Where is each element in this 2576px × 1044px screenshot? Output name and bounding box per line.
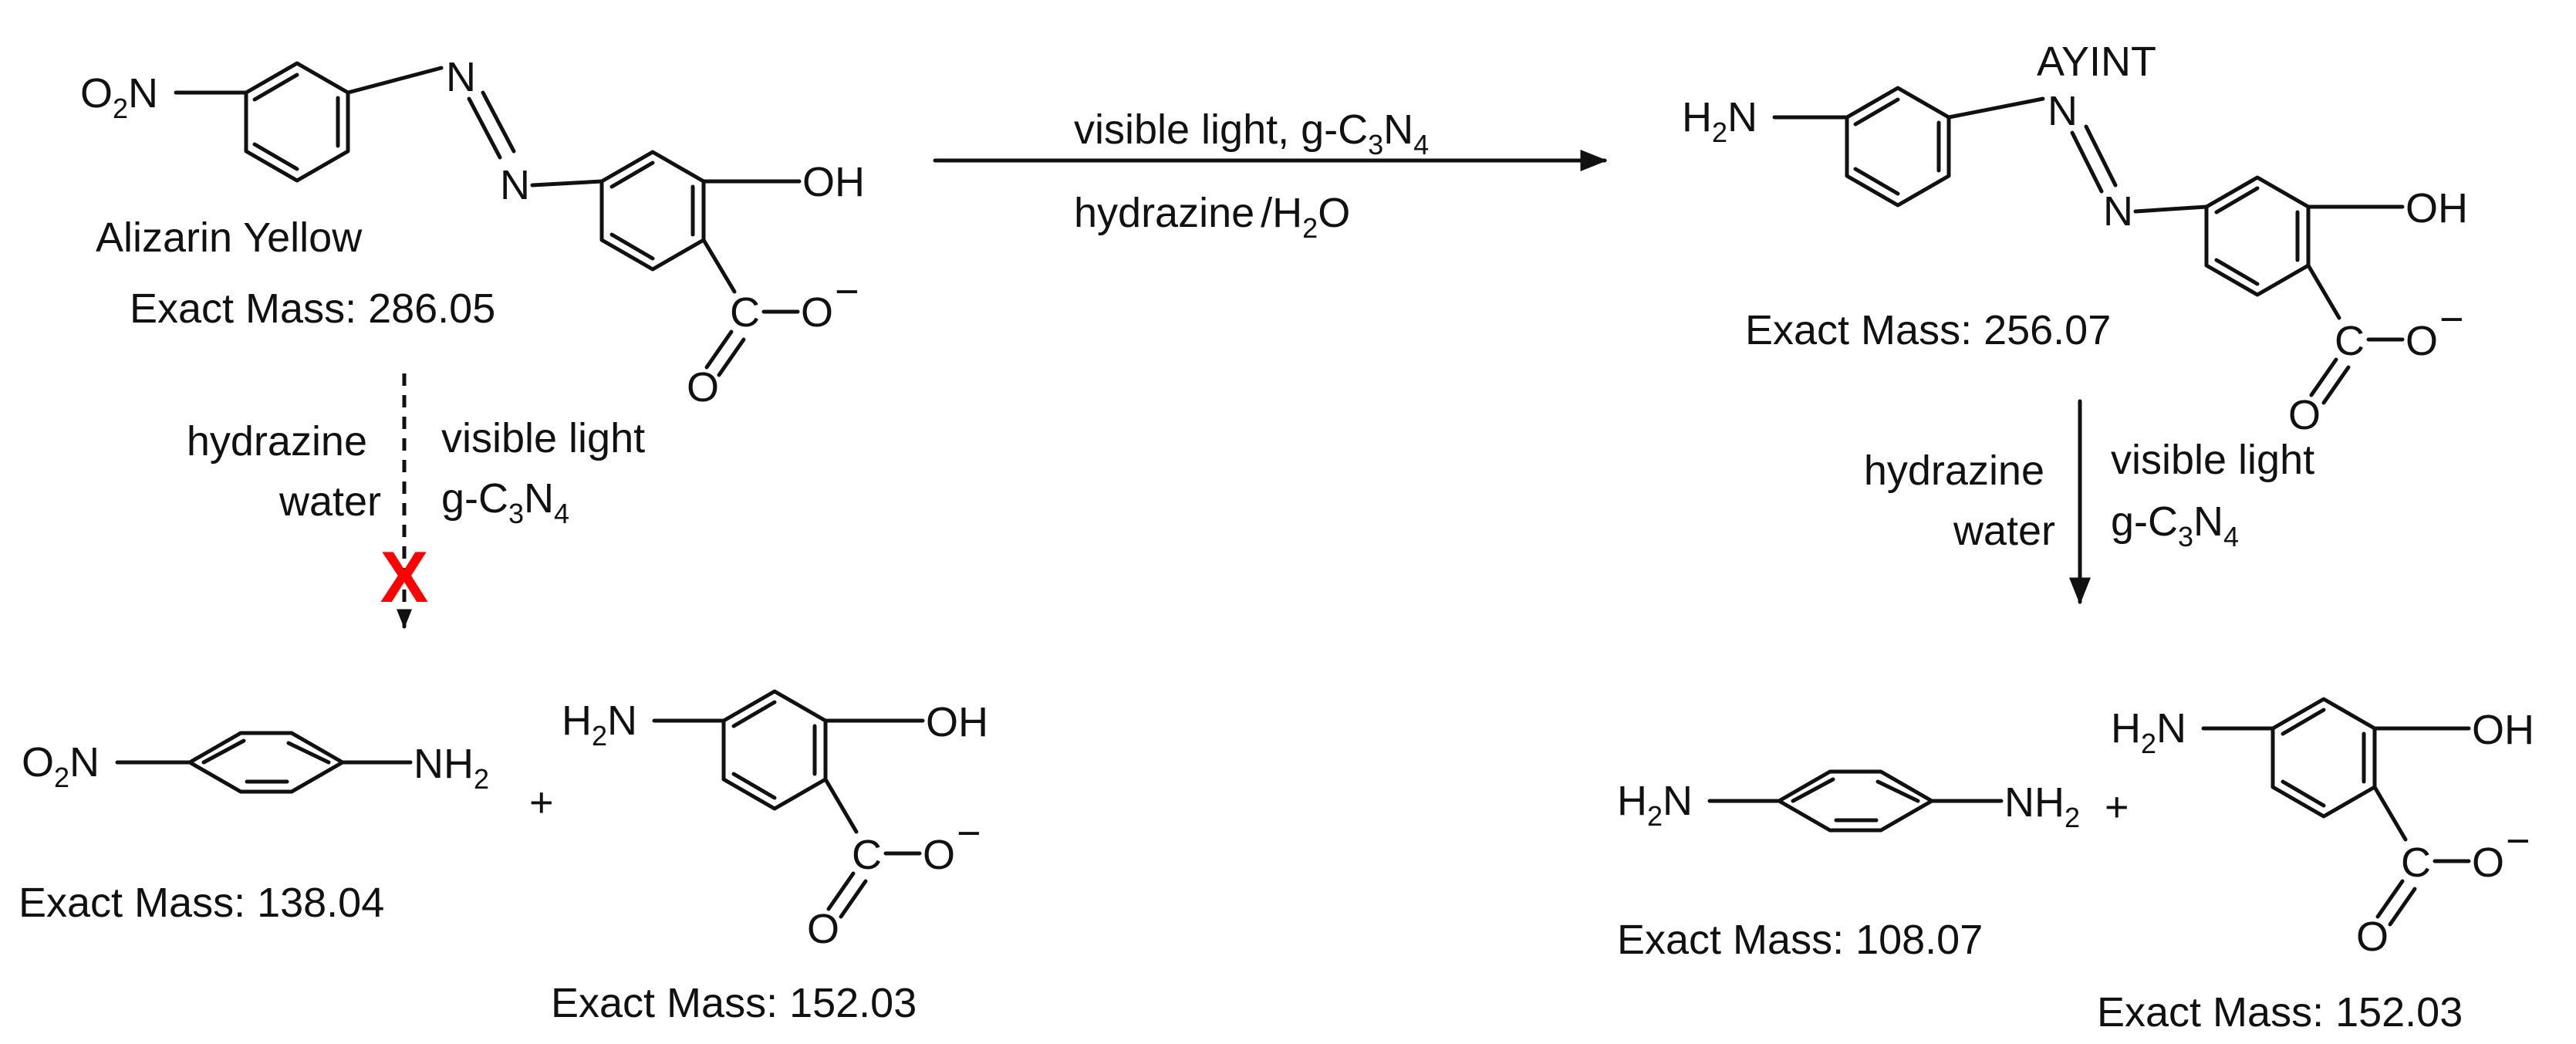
salicylate-ring <box>721 689 828 811</box>
hydroxyl: OH <box>2472 707 2534 753</box>
product-p-phenylenediamine: H2N NH2 Exact Mass: 108.07 <box>1617 769 2080 963</box>
nitro-sub: 2 <box>113 93 128 124</box>
blocked-cond-left2: water <box>279 478 381 525</box>
carboxyl-c: C <box>2401 840 2431 886</box>
blocked-cond-left1: hydrazine <box>187 418 367 465</box>
benzene-ring <box>1845 86 1951 208</box>
amine-nh: NH <box>2004 779 2065 826</box>
hydroxyl: OH <box>926 699 988 745</box>
azo-n1: N <box>446 54 476 100</box>
carboxylate-o: O <box>923 832 955 878</box>
plus-sign-left: + <box>529 779 554 826</box>
charge-minus: − <box>835 269 859 315</box>
product-aminosalicylate-left: H2N OH C O − O Exact Mass: 152.03 <box>551 689 988 1026</box>
salicylate-ring <box>599 150 706 272</box>
nitro-n: N <box>69 739 100 786</box>
second-cond-right1: visible light <box>2111 437 2314 483</box>
blocked-cond-right2: g-C3N4 <box>441 475 569 529</box>
nitro-o: O <box>22 739 54 786</box>
amino-h: H <box>562 698 592 744</box>
nitroaniline-mass: Exact Mass: 138.04 <box>19 880 384 926</box>
amino-n: N <box>1663 778 1693 824</box>
svg-text:NH2: NH2 <box>2004 779 2080 833</box>
intermediate-ayint: AYINT H2N N N OH C O − O Exact Mass: 256… <box>1682 39 2468 438</box>
hydroxyl: OH <box>2406 185 2468 231</box>
hydroxyl: OH <box>802 159 865 205</box>
aminosalicylate-mass-left: Exact Mass: 152.03 <box>551 980 917 1026</box>
main-reaction-arrow: visible light, g-C3N4 hydrazine/H2O <box>933 106 1608 244</box>
svg-text:H2N: H2N <box>562 698 637 752</box>
svg-text:H2N: H2N <box>2111 705 2186 759</box>
main-arrow-conditions-bottom: hydrazine/H2O <box>1074 190 1350 244</box>
charge-minus: − <box>2439 296 2464 343</box>
carboxyl-c: C <box>2335 318 2365 364</box>
azo-n1: N <box>2048 88 2078 134</box>
main-arrow-conditions-top: visible light, g-C3N4 <box>1074 106 1429 160</box>
amino-h: H <box>2111 705 2141 752</box>
carboxylate-o: O <box>2472 840 2504 886</box>
phenylenediamine-mass: Exact Mass: 108.07 <box>1617 917 1983 963</box>
aminosalicylate-mass-right: Exact Mass: 152.03 <box>2097 989 2463 1036</box>
salicylate-ring <box>2270 697 2377 819</box>
azo-n2: N <box>2103 188 2133 235</box>
blocked-cond-right1: visible light <box>441 415 645 461</box>
svg-text:O2N: O2N <box>22 739 100 793</box>
carboxylate-o: O <box>2406 318 2438 364</box>
amine-nh: NH <box>414 741 474 787</box>
charge-minus: − <box>957 810 981 856</box>
product-4-nitroaniline: O2N NH2 Exact Mass: 138.04 <box>19 731 489 926</box>
svg-text:H2N: H2N <box>1682 94 1757 148</box>
amino-h: H <box>1682 94 1712 140</box>
azo-n2: N <box>500 162 530 208</box>
intermediate-mass: Exact Mass: 256.07 <box>1745 307 2111 353</box>
amino-n: N <box>1727 94 1757 140</box>
svg-text:H2N: H2N <box>1617 778 1693 832</box>
intermediate-name: AYINT <box>2037 39 2156 85</box>
amino-h: H <box>1617 778 1647 824</box>
carboxyl-c: C <box>852 832 882 878</box>
carbonyl-o: O <box>2356 914 2389 960</box>
salicylate-ring <box>2204 175 2311 297</box>
amino-n: N <box>2156 705 2186 752</box>
reactant-alizarin-yellow: O2N N N OH C O − O Alizarin Yellow Exact… <box>80 54 865 411</box>
second-reaction-arrow: hydrazine water visible light g-C3N4 <box>1864 399 2314 605</box>
second-cond-right2: g-C3N4 <box>2111 498 2239 552</box>
nitro-o: O <box>80 70 113 117</box>
carboxylate-o: O <box>801 289 833 336</box>
blocked-cross-mark: X <box>380 536 429 617</box>
carbonyl-o: O <box>807 906 839 952</box>
nitro-n: N <box>128 70 158 117</box>
carboxyl-c: C <box>730 289 760 336</box>
charge-minus: − <box>2506 818 2530 864</box>
second-cond-left1: hydrazine <box>1864 448 2044 494</box>
product-aminosalicylate-right: H2N OH C O − O Exact Mass: 152.03 <box>2097 697 2534 1036</box>
reactant-mass: Exact Mass: 286.05 <box>130 285 495 332</box>
amino-n: N <box>607 698 637 744</box>
svg-text:O2N: O2N <box>80 70 158 124</box>
benzene-ring <box>244 61 350 183</box>
blocked-reaction-arrow: hydrazine water visible light g-C3N4 X <box>187 373 645 629</box>
second-cond-left2: water <box>1953 508 2055 554</box>
carbonyl-o: O <box>2288 392 2321 438</box>
svg-text:NH2: NH2 <box>414 741 489 795</box>
reactant-name: Alizarin Yellow <box>96 215 363 261</box>
plus-sign-right: + <box>2105 784 2129 830</box>
carbonyl-o: O <box>687 364 719 411</box>
